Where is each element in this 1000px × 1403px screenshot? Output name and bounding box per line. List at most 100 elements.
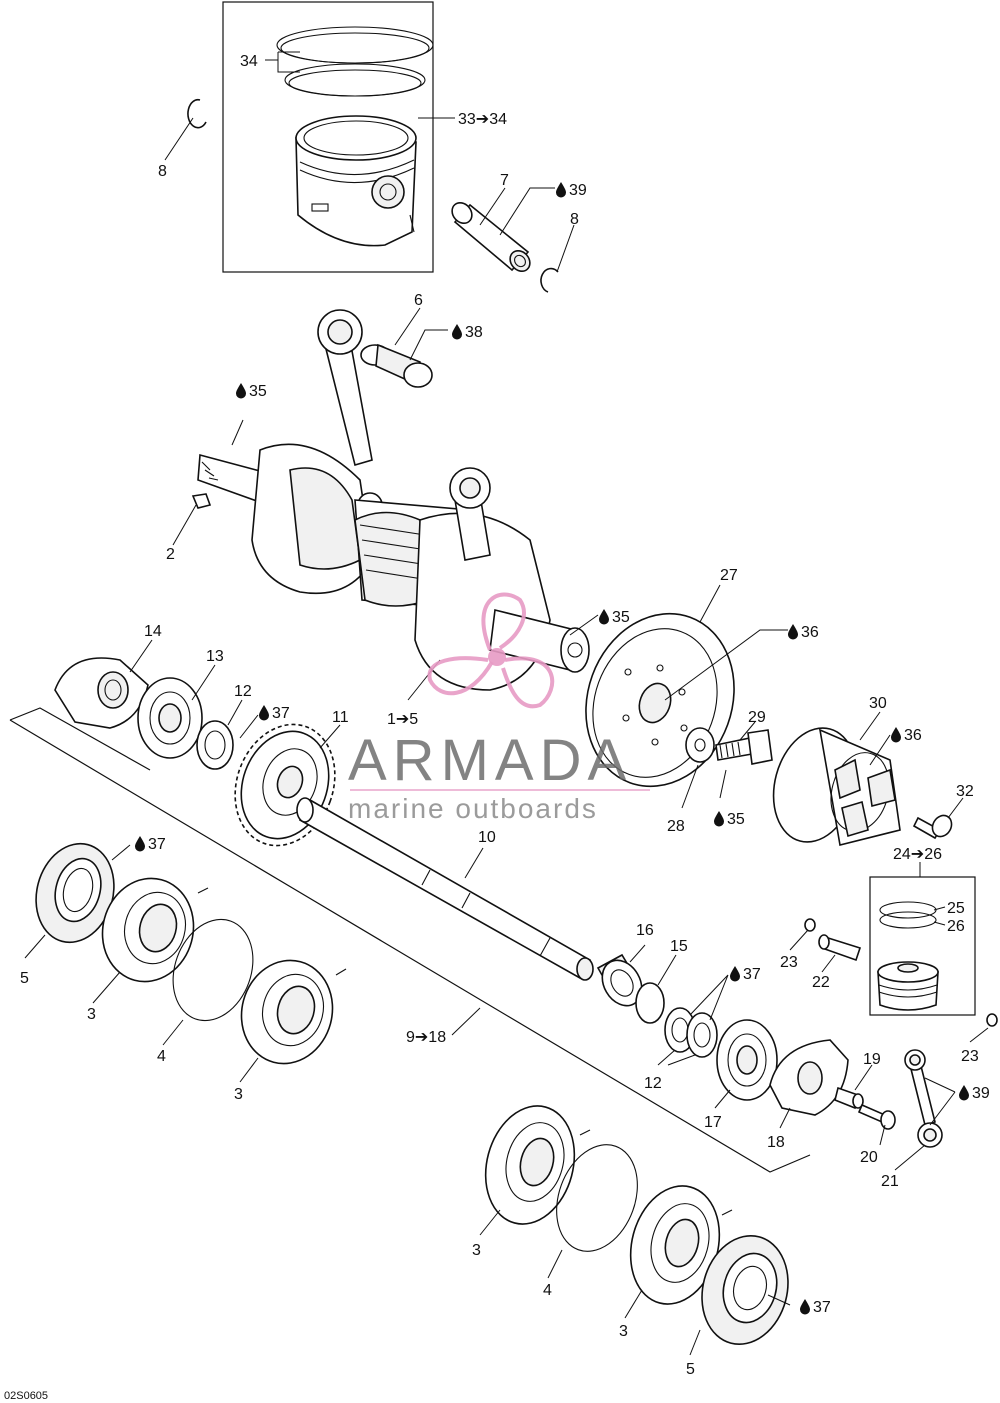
label-drive-30: 30: [869, 695, 887, 712]
label-ring-gear: 27: [720, 567, 738, 584]
counterweight-left: [54, 657, 149, 729]
label-oil-37-bottom: 37: [813, 1299, 831, 1316]
crankshaft: [197, 309, 590, 691]
label-piston-pin: 7: [500, 172, 509, 189]
seal-12: [196, 720, 234, 770]
label-seal-12: 12: [234, 683, 252, 700]
retaining-ring-4b: [556, 1144, 638, 1252]
label-bolt-29: 29: [748, 709, 766, 726]
watermark-subtitle: marine outboards: [348, 793, 598, 824]
label-bearing-3a: 3: [87, 1006, 96, 1023]
label-pin-19: 19: [863, 1051, 881, 1068]
drive-hub: [772, 727, 901, 846]
seals-12-pair: [664, 1007, 718, 1058]
piston-pin: [451, 201, 531, 273]
seal-left: [35, 842, 115, 944]
diagram-code: 02S0605: [4, 1390, 48, 1402]
label-bearing-13: 13: [206, 648, 224, 665]
label-oil-39-rod: 39: [972, 1085, 990, 1102]
needle-bearing: [360, 343, 433, 388]
label-washer-28: 28: [667, 818, 685, 835]
bearing-13: [137, 677, 203, 759]
label-oil-36-drive: 36: [904, 727, 922, 744]
balance-rod: [904, 1049, 943, 1148]
label-shaft-10: 10: [478, 829, 496, 846]
pin-22: [818, 934, 862, 962]
screw-32: [912, 814, 953, 840]
retaining-ring-4a: [172, 918, 254, 1022]
leader-lines: [24, 51, 989, 1356]
label-ring-set: 34: [240, 53, 258, 70]
part-labels: 34 33➔34 8 7 39 8 6 38 35 2 35 1➔5 27 36…: [4, 53, 990, 1402]
washer: [685, 727, 715, 763]
label-seal-5-bottom: 5: [686, 1361, 695, 1378]
label-oil-37-left: 37: [148, 836, 166, 853]
armada-watermark: ARMADA marine outboards: [348, 592, 650, 824]
watermark-title: ARMADA: [348, 728, 632, 793]
circlip-left: [187, 98, 207, 129]
label-oil-37-right: 37: [743, 966, 761, 983]
label-ring-15: 15: [670, 938, 688, 955]
ring-15: [635, 982, 665, 1024]
label-ring-25: 25: [947, 900, 965, 917]
balance-piston: [877, 901, 939, 1011]
nut-23a: [804, 918, 816, 932]
group-bracket-bottom: [9, 719, 811, 1173]
needle-bearing-16: [596, 953, 643, 1007]
label-balance-assembly: 24➔26: [893, 846, 942, 863]
label-oil-35-shaft: 35: [249, 383, 267, 400]
label-counterweight-left: 14: [144, 623, 162, 640]
propeller-logo: [427, 592, 555, 709]
label-bearing-3b: 3: [234, 1086, 243, 1103]
label-ring-4a: 4: [157, 1048, 166, 1065]
label-balancer-assembly: 9➔18: [406, 1029, 446, 1046]
piston-group-frame: [222, 1, 434, 273]
piston: [295, 115, 417, 247]
bearing-3d: [629, 1185, 733, 1305]
label-nut-23a: 23: [780, 954, 798, 971]
screw-20: [857, 1103, 896, 1130]
pin-19: [834, 1086, 864, 1110]
seal-bottom: [701, 1234, 789, 1346]
counterweight-right: [769, 1039, 849, 1116]
label-counterweight-18: 18: [767, 1134, 785, 1151]
bolt: [715, 729, 773, 765]
label-bearing-3c: 3: [472, 1242, 481, 1259]
group-bracket-top: [9, 707, 151, 771]
label-screw-20: 20: [860, 1149, 878, 1166]
label-circlip-top: 8: [158, 163, 167, 180]
label-ring-26: 26: [947, 918, 965, 935]
label-rod-21: 21: [881, 1173, 899, 1190]
label-oil-36-gear: 36: [801, 624, 819, 641]
label-oil-35-bolt: 35: [727, 811, 745, 828]
bearing-3c: [484, 1105, 591, 1225]
label-ring-4b: 4: [543, 1282, 552, 1299]
label-seals-12-pair: 12: [644, 1075, 662, 1092]
label-oil-38: 38: [465, 324, 483, 341]
bearing-3b: [240, 959, 347, 1065]
label-screw-32: 32: [956, 783, 974, 800]
balancer-shaft: [296, 797, 594, 981]
label-oil-35-mid: 35: [612, 609, 630, 626]
label-circlip-right: 8: [570, 211, 579, 228]
bearing-3a: [101, 877, 209, 983]
circlip-right: [540, 267, 559, 293]
label-crankshaft-assembly: 1➔5: [387, 711, 418, 728]
woodruff-key: [191, 493, 212, 509]
piston-rings: [276, 26, 434, 97]
nut-23b: [986, 1013, 998, 1027]
label-nut-23b: 23: [961, 1048, 979, 1065]
label-bearing-16: 16: [636, 922, 654, 939]
label-needle-bearing: 6: [414, 292, 423, 309]
label-bearing-17: 17: [704, 1114, 722, 1131]
label-oil-37-seal: 37: [272, 705, 290, 722]
label-seal-5-left: 5: [20, 970, 29, 987]
label-key: 2: [166, 546, 175, 563]
label-piston-assembly: 33➔34: [458, 111, 507, 128]
bearing-17: [716, 1019, 778, 1101]
label-gear-11: 11: [332, 709, 349, 726]
label-bearing-3d: 3: [619, 1323, 628, 1340]
label-pin-22: 22: [812, 974, 830, 991]
